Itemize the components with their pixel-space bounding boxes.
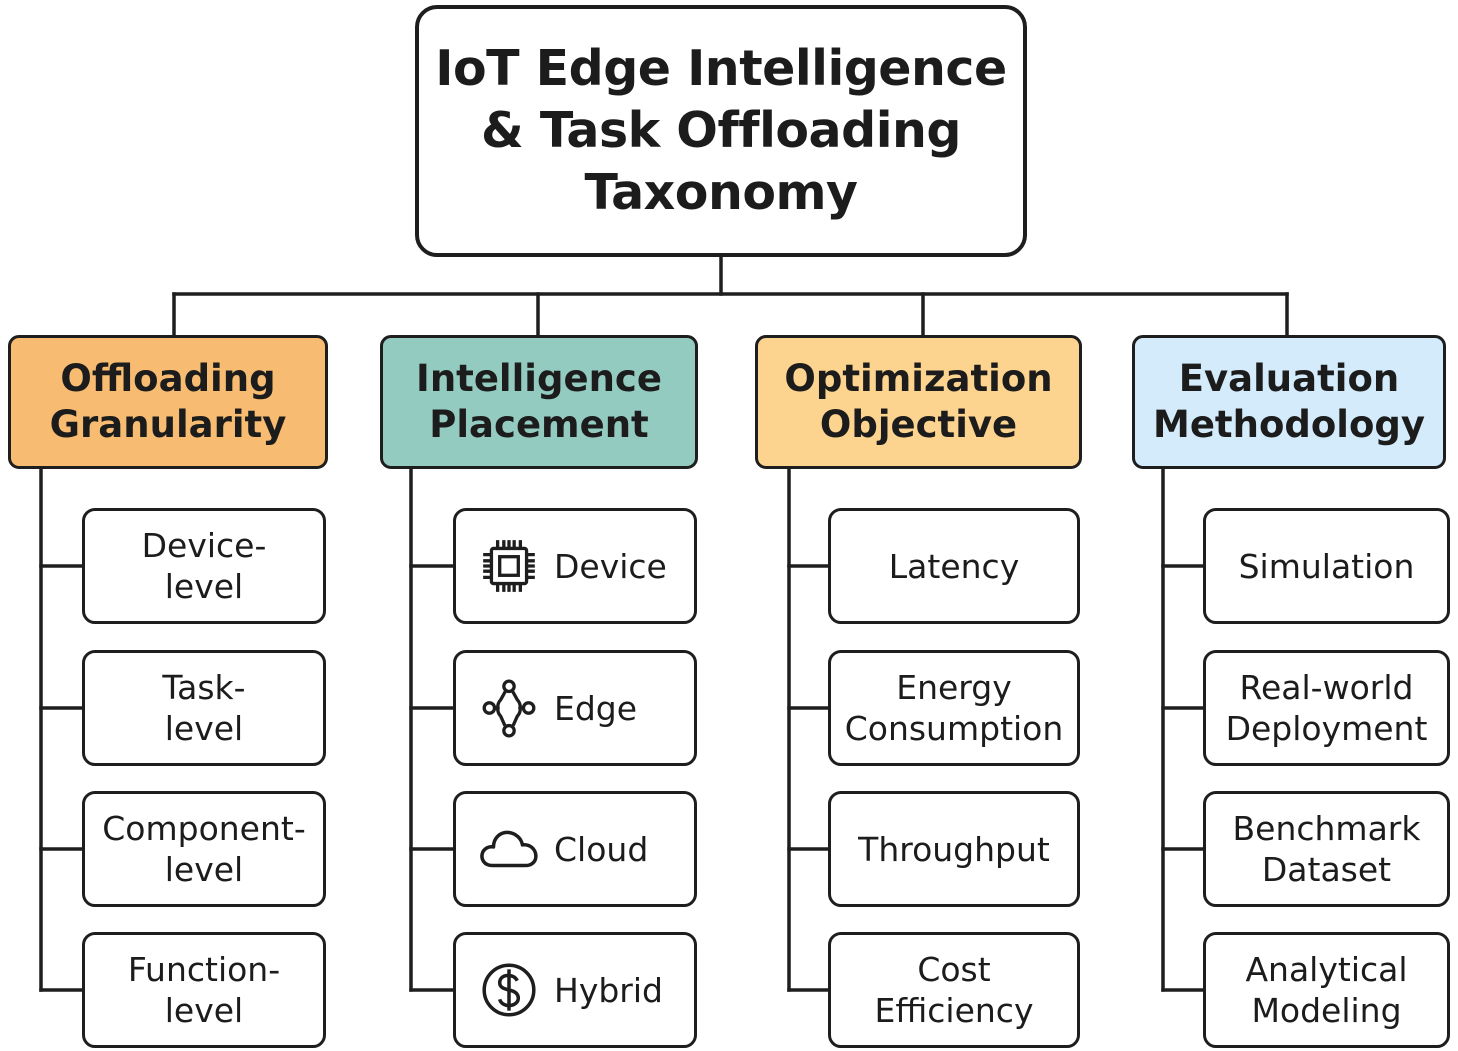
leaf-node: Edge <box>453 650 697 766</box>
leaf-label: Latency <box>888 546 1020 586</box>
leaf-node: Real-world Deployment <box>1203 650 1450 766</box>
leaf-node: Benchmark Dataset <box>1203 791 1450 907</box>
leaf-label: Component- level <box>102 809 306 889</box>
leaf-label: Hybrid <box>554 970 663 1010</box>
dollar-circle-icon <box>478 959 540 1021</box>
leaf-label: Device- level <box>141 526 267 606</box>
leaf-node: Device- level <box>82 508 326 624</box>
leaf-label: Edge <box>554 688 638 728</box>
category-intelligence-placement: Intelligence Placement <box>380 335 698 469</box>
leaf-label: Cloud <box>554 829 649 869</box>
leaf-label: Analytical Modeling <box>1245 950 1408 1030</box>
category-optimization-objective: Optimization Objective <box>755 335 1082 469</box>
leaf-node: Task- level <box>82 650 326 766</box>
root-title: IoT Edge Intelligence & Task Offloading … <box>435 40 1007 221</box>
leaf-node: Function- level <box>82 932 326 1048</box>
leaf-node: Energy Consumption <box>828 650 1080 766</box>
leaf-label: Device <box>554 546 667 586</box>
category-offloading-granularity: Offloading Granularity <box>8 335 328 469</box>
leaf-node: Analytical Modeling <box>1203 932 1450 1048</box>
leaf-node: Cost Efficiency <box>828 932 1080 1048</box>
leaf-label: Task- level <box>162 668 246 748</box>
chip-icon <box>478 535 540 597</box>
leaf-label: Energy Consumption <box>844 668 1064 748</box>
leaf-node: Device <box>453 508 697 624</box>
leaf-label: Throughput <box>858 829 1050 869</box>
leaf-node: Latency <box>828 508 1080 624</box>
root-node: IoT Edge Intelligence & Task Offloading … <box>415 5 1027 257</box>
leaf-node: Component- level <box>82 791 326 907</box>
edge-network-icon <box>478 677 540 739</box>
leaf-node: Cloud <box>453 791 697 907</box>
category-title: Intelligence Placement <box>416 357 662 446</box>
category-title: Offloading Granularity <box>49 357 287 446</box>
leaf-node: Simulation <box>1203 508 1450 624</box>
category-title: Evaluation Methodology <box>1153 357 1425 446</box>
leaf-label: Cost Efficiency <box>874 950 1034 1030</box>
cloud-icon <box>478 818 540 880</box>
leaf-label: Real-world Deployment <box>1225 668 1428 748</box>
category-title: Optimization Objective <box>784 357 1053 446</box>
leaf-label: Simulation <box>1238 546 1415 586</box>
leaf-label: Benchmark Dataset <box>1232 809 1421 889</box>
category-evaluation-methodology: Evaluation Methodology <box>1132 335 1446 469</box>
leaf-label: Function- level <box>127 950 281 1030</box>
leaf-node: Throughput <box>828 791 1080 907</box>
leaf-node: Hybrid <box>453 932 697 1048</box>
